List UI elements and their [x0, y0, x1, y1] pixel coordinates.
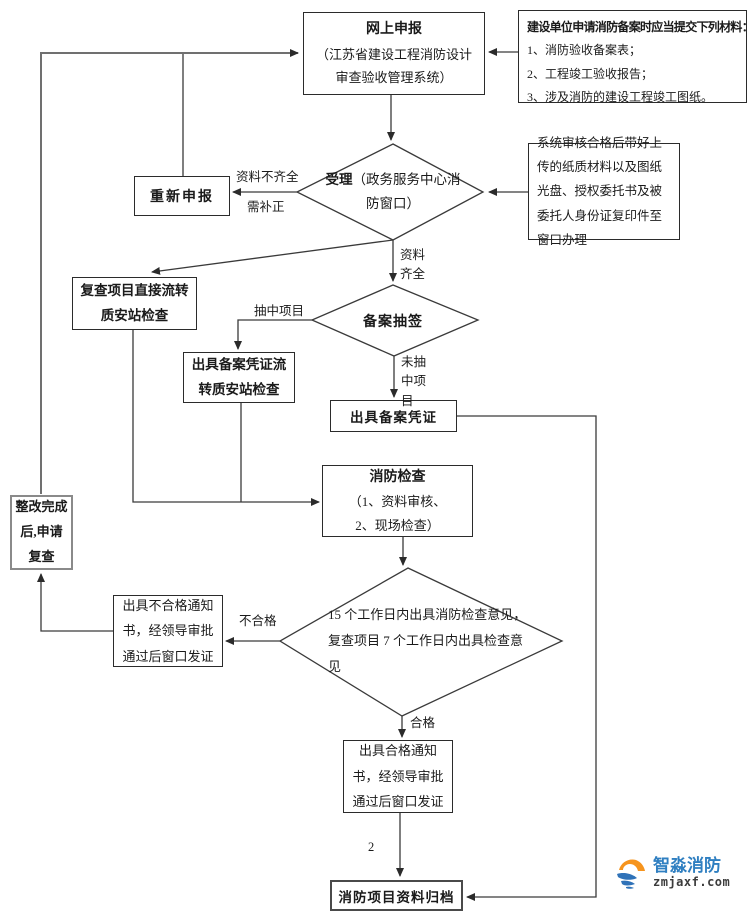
- rectify-box: 整改完成后,申请复查: [10, 495, 73, 570]
- recheck-flow-box: 复查项目直接流转质安站检查: [72, 277, 197, 330]
- inspection-diamond-text: 15 个工作日内出具消防检查意见，复查项目 7 个工作日内出具检查意见: [328, 602, 532, 680]
- materials-item: 2、工程竣工验收报告；: [527, 66, 654, 81]
- logo-name: 智淼消防: [653, 856, 721, 876]
- label-page-number: 2: [368, 840, 375, 854]
- materials-item: 1、消防验收备案表；: [527, 43, 642, 58]
- notify-fail-box: 出具不合格通知书，经领导审批通过后窗口发证: [113, 595, 223, 667]
- materials-note-box: 建设单位申请消防备案时应当提交下列材料： 1、消防验收备案表； 2、工程竣工验收…: [518, 10, 750, 104]
- receive-rest: （政务服务中心消防窗口）: [352, 172, 461, 211]
- edge-rectify-online: [40, 49, 299, 494]
- label-fail: 不合格: [239, 614, 277, 628]
- fire-check-line2: 2、现场检查）: [355, 517, 440, 533]
- voucher-flow-box: 出具备案凭证流转质安站检查: [183, 352, 295, 403]
- label-incomplete-2: 需补正: [247, 200, 285, 214]
- label-pass: 合格: [410, 716, 436, 730]
- archive-box: 消防项目资料归档: [330, 880, 463, 911]
- reapply-box: 重新申报: [134, 176, 230, 216]
- notify-fail-label: 出具不合格通知书，经领导审批通过后窗口发证: [122, 597, 214, 664]
- receive-diamond-text: 受理（政务服务中心消防窗口）: [320, 160, 466, 224]
- edge-receive-recheck: [151, 239, 394, 275]
- lottery-diamond-text: 备案抽签: [333, 311, 453, 331]
- lottery-diamond: [310, 284, 480, 357]
- edge-voucher-archive: [457, 415, 597, 901]
- fire-check-box: 消防检查 （1、资料审核、 2、现场检查）: [322, 465, 473, 537]
- voucher-flow-label: 出具备案凭证流转质安站检查: [191, 356, 287, 397]
- inspection-diamond: [278, 567, 564, 717]
- notify-pass-label: 出具合格通知书，经领导审批通过后窗口发证: [352, 743, 444, 810]
- edge-recheck-firecheck: [132, 330, 320, 506]
- site-logo[interactable]: 智淼消防 zmjaxf.com: [614, 856, 730, 890]
- connector-group: [37, 48, 597, 901]
- online-declare-title: 网上申报: [366, 21, 422, 37]
- logo-site-url[interactable]: zmjaxf.com: [653, 874, 731, 889]
- recheck-flow-label: 复查项目直接流转质安站检查: [80, 282, 189, 323]
- system-note-box: 系统审核合格后带好上传的纸质材料以及图纸光盘、授权委托书及被委托人身份证复印件至…: [528, 136, 680, 247]
- online-declare-box: 网上申报 （江苏省建设工程消防设计审查验收管理系统）: [303, 12, 485, 95]
- archive-label: 消防项目资料归档: [338, 889, 455, 905]
- voucher-label: 出具备案凭证: [350, 410, 437, 425]
- online-declare-subtitle: （江苏省建设工程消防设计审查验收管理系统）: [315, 47, 472, 85]
- label-not-selected: 未抽中项目: [401, 355, 427, 408]
- fire-check-title: 消防检查: [369, 470, 426, 486]
- receive-diamond: [295, 143, 485, 241]
- label-selected: 抽中项目: [254, 304, 305, 318]
- logo-swoosh-icon: [617, 859, 645, 889]
- rectify-label: 整改完成后,申请复查: [15, 499, 68, 564]
- inspection-text: 15 个工作日内出具消防检查意见，复查项目 7 个工作日内出具检查意见: [328, 607, 527, 674]
- edge-lottery-voucherflow: [234, 319, 312, 350]
- receive-bold: 受理: [325, 172, 353, 188]
- fire-check-line1: （1、资料审核、: [348, 494, 447, 510]
- label-complete: 资料齐全: [400, 248, 426, 282]
- notify-pass-box: 出具合格通知书，经领导审批通过后窗口发证: [343, 740, 453, 813]
- edge-fail-rectify: [37, 573, 113, 632]
- reapply-label: 重新申报: [150, 190, 214, 205]
- lottery-label: 备案抽签: [363, 315, 423, 330]
- label-incomplete-1: 资料不齐全: [236, 170, 299, 184]
- voucher-box: 出具备案凭证: [330, 400, 457, 432]
- materials-item: 3、涉及消防的建设工程竣工图纸。: [527, 90, 714, 105]
- system-note-text: 系统审核合格后带好上传的纸质材料以及图纸光盘、授权委托书及被委托人身份证复印件至…: [537, 135, 663, 248]
- materials-title: 建设单位申请消防备案时应当提交下列材料：: [527, 20, 750, 34]
